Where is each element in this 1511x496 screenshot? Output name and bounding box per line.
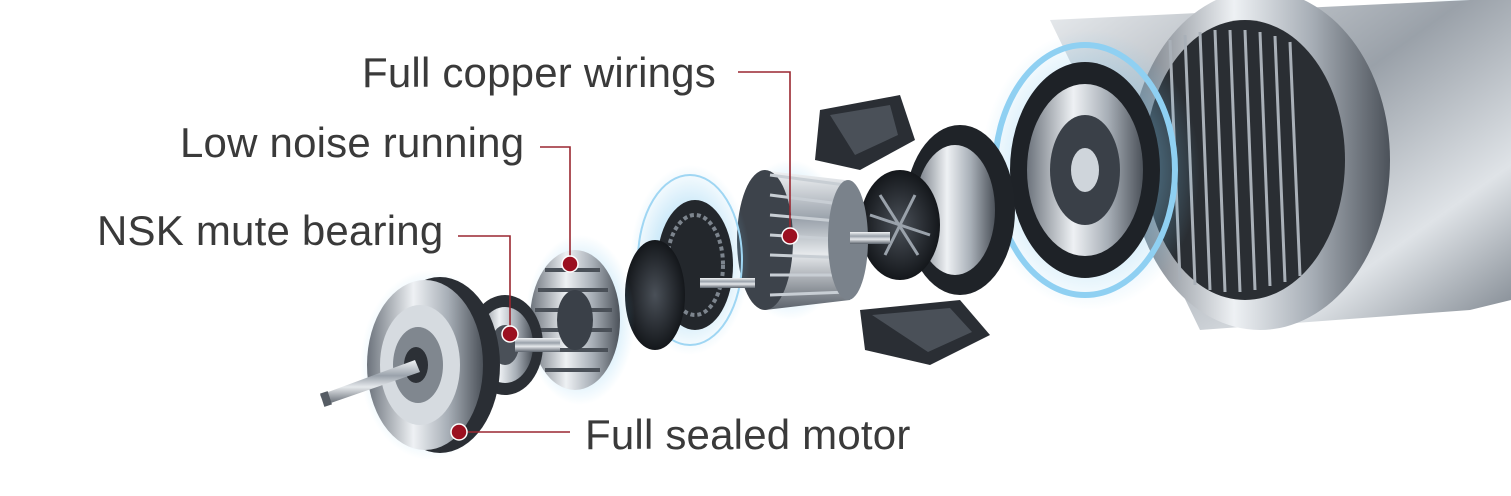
leader-line-copper <box>738 71 791 236</box>
armature <box>735 160 890 320</box>
sealed-end-cap <box>320 270 500 460</box>
callout-low-noise-running: Low noise running <box>180 119 525 166</box>
marker-bearing <box>501 325 519 343</box>
leader-lines <box>458 71 791 433</box>
fan-ring <box>980 30 1200 310</box>
callout-nsk-mute-bearing: NSK mute bearing <box>97 207 444 254</box>
leader-line-bearing <box>458 235 511 334</box>
stator <box>525 235 635 405</box>
commutator-disc <box>625 165 755 355</box>
leader-line-noise <box>540 146 571 264</box>
marker-noise <box>561 255 579 273</box>
brackets <box>815 95 990 365</box>
callout-full-sealed-motor: Full sealed motor <box>585 411 911 458</box>
marker-sealed <box>450 423 468 441</box>
impeller <box>860 125 1015 295</box>
callout-full-copper-wirings: Full copper wirings <box>362 49 716 96</box>
marker-copper <box>781 227 799 245</box>
